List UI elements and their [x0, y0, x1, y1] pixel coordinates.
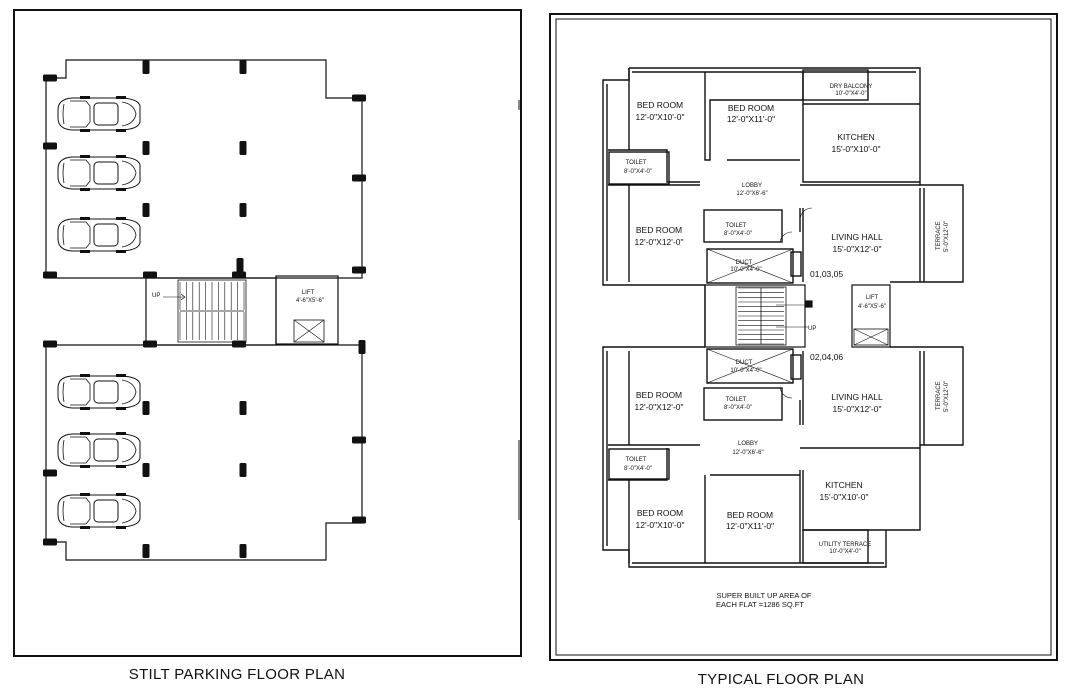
parked-cars: [57, 95, 141, 530]
room-bedroom-2b: BED ROOM: [727, 510, 773, 520]
stilt-parking-sheet: UP LIFT 4'-6"X5'-6": [13, 9, 522, 657]
room-toilet-2-dim: 8'-0"X4'-0": [724, 231, 752, 237]
room-living-hall-b: LIVING HALL: [831, 392, 883, 402]
stilt-lift: LIFT 4'-6"X5'-6": [275, 275, 339, 345]
room-duct: DUCT: [736, 260, 753, 266]
lift-label: LIFT: [866, 295, 879, 301]
room-toilet-1b-dim: 8'-0"X4'-0": [624, 466, 652, 472]
room-utility-terrace: UTILITY TERRACE: [819, 542, 871, 548]
structural-columns: [43, 60, 366, 558]
room-utility-terrace-dim: 10'-0"X4'-0": [829, 549, 860, 555]
room-duct-dim: 10'-0"X4'-0": [730, 267, 761, 273]
room-labels-top: DRY BALCONY 10'-0"X4'-0" BED ROOM 12'-0"…: [624, 84, 950, 332]
room-terrace-dim: 5'-0"X12'-0": [944, 221, 950, 252]
room-terrace-b-dim: 5'-0"X12'-0": [944, 381, 950, 412]
room-duct-b-dim: 10'-0"X4'-0": [730, 368, 761, 374]
room-duct-b: DUCT: [736, 360, 753, 366]
room-living-hall-b-dim: 15'-0"X12'-0": [833, 404, 882, 414]
room-dry-balcony: DRY BALCONY: [830, 84, 873, 90]
room-kitchen-dim: 15'-0"X10'-0": [832, 144, 881, 154]
room-dry-balcony-dim: 10'-0"X4'-0": [835, 91, 866, 97]
typical-floor-sheet: DRY BALCONY 10'-0"X4'-0" BED ROOM 12'-0"…: [549, 13, 1058, 661]
sheet-border-right: [549, 13, 1058, 661]
flat-number-bottom: 02,04,06: [810, 352, 843, 362]
car-icon: [57, 373, 141, 411]
room-living-hall-dim: 15'-0"X12'-0": [833, 244, 882, 254]
car-icon: [57, 492, 141, 530]
room-toilet-1-dim: 8'-0"X4'-0": [624, 169, 652, 175]
room-terrace-b: TERRACE: [936, 381, 942, 410]
room-bedroom-1-dim: 12'-0"X10'-0": [636, 112, 685, 122]
room-lobby-b-dim: 12'-0"X6'-6": [732, 450, 763, 456]
room-toilet-2: TOILET: [726, 223, 747, 229]
room-lobby: LOBBY: [742, 183, 762, 189]
up-label: UP: [808, 326, 816, 332]
room-bedroom-2-dim: 12'-0"X11'-0": [727, 114, 775, 124]
room-bedroom-3b: BED ROOM: [636, 390, 682, 400]
room-bedroom-3-dim: 12'-0"X12'-0": [635, 237, 684, 247]
car-icon: [57, 95, 141, 133]
flat-bottom-walls: [602, 346, 964, 568]
room-bedroom-1: BED ROOM: [637, 100, 683, 110]
room-bedroom-1b-dim: 12'-0"X10'-0": [636, 520, 685, 530]
area-note-line1: SUPER BUILT UP AREA OF: [716, 591, 811, 600]
room-living-hall: LIVING HALL: [831, 232, 883, 242]
room-bedroom-2b-dim: 12'-0"X11'-0": [726, 521, 774, 531]
room-toilet-2b: TOILET: [726, 397, 747, 403]
sheet-border-left: [13, 9, 522, 657]
lift-dim: 4'-6"X5'-6": [858, 304, 886, 310]
room-lobby-dim: 12'-0"X6'-6": [736, 191, 767, 197]
room-labels-bottom: 02,04,06 DUCT 10'-0"X4'-0" TERRACE 5'-0"…: [624, 352, 950, 555]
room-kitchen-b-dim: 15'-0"X10'-0": [820, 492, 869, 502]
stilt-up-label: UP: [152, 293, 160, 299]
area-note-line2: EACH FLAT =1286 SQ.FT: [716, 600, 804, 609]
room-kitchen-b: KITCHEN: [825, 480, 862, 490]
room-toilet-2b-dim: 8'-0"X4'-0": [724, 405, 752, 411]
room-bedroom-3b-dim: 12'-0"X12'-0": [635, 402, 684, 412]
typical-stair-lift-core: [704, 284, 891, 348]
room-toilet-1b: TOILET: [626, 457, 647, 463]
room-bedroom-2: BED ROOM: [728, 103, 774, 113]
flat-number-top: 01,03,05: [810, 269, 843, 279]
room-lobby-b: LOBBY: [738, 441, 758, 447]
car-icon: [57, 216, 141, 254]
car-icon: [57, 154, 141, 192]
car-icon: [57, 431, 141, 469]
room-kitchen: KITCHEN: [837, 132, 874, 142]
stilt-plan-title: STILT PARKING FLOOR PLAN: [129, 666, 345, 683]
stilt-lift-label: LIFT: [302, 290, 315, 296]
room-bedroom-1b: BED ROOM: [637, 508, 683, 518]
room-terrace: TERRACE: [936, 221, 942, 250]
typical-plan-title: TYPICAL FLOOR PLAN: [698, 671, 865, 688]
room-bedroom-3: BED ROOM: [636, 225, 682, 235]
flat-top-walls: [602, 67, 964, 347]
stilt-lift-dim: 4'-6"X5'-6": [296, 298, 324, 304]
room-toilet-1: TOILET: [626, 160, 647, 166]
stilt-stair-core: UP: [145, 277, 277, 346]
